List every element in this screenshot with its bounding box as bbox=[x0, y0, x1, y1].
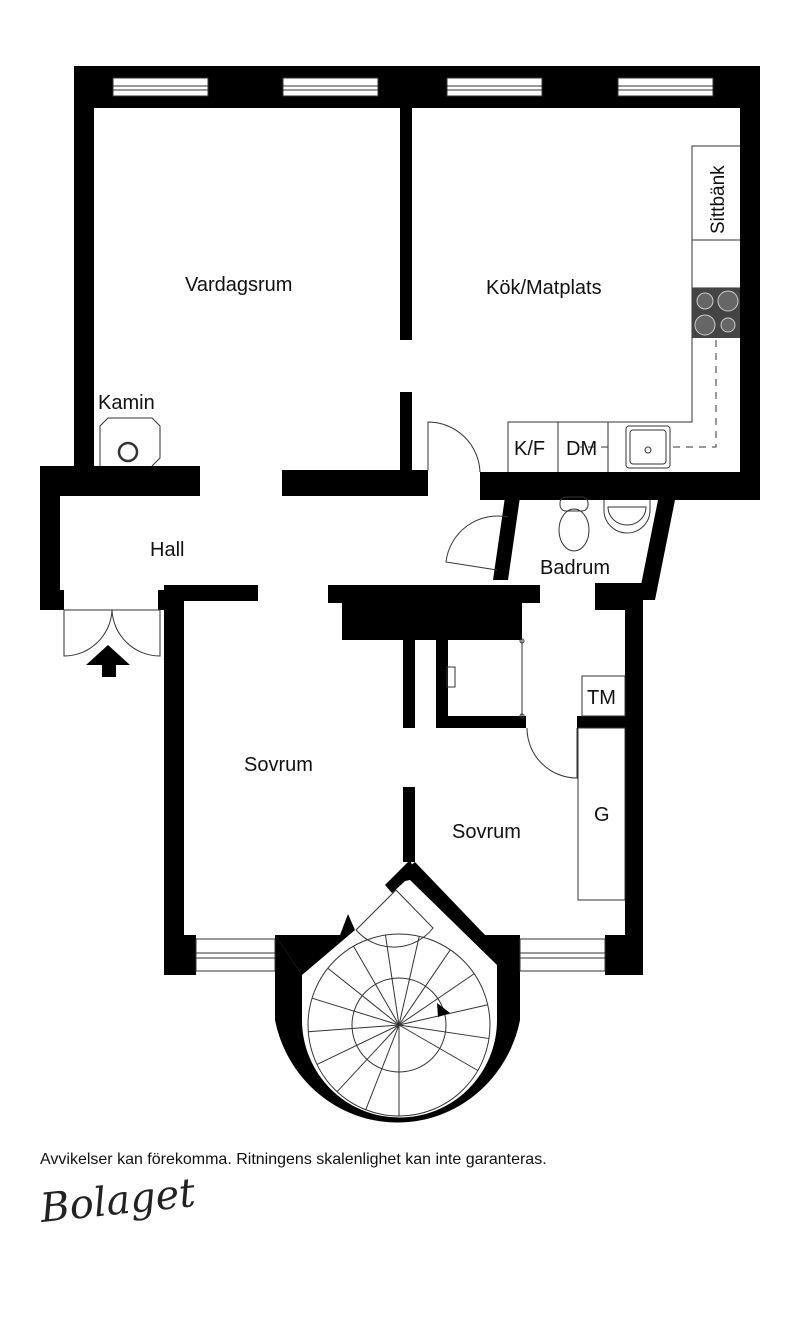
stair-tread bbox=[398, 1024, 479, 1071]
room-label-kok: Kök/Matplats bbox=[486, 277, 602, 299]
stove-icon bbox=[692, 288, 740, 338]
stair-tread bbox=[384, 934, 400, 1026]
disclaimer-text: Avvikelser kan förekomma. Ritningens ska… bbox=[40, 1151, 547, 1168]
sink-icon bbox=[603, 500, 651, 534]
stair-tread bbox=[398, 949, 451, 1026]
walls bbox=[40, 66, 760, 1123]
fireplace-icon bbox=[99, 417, 161, 467]
room-label-badrum: Badrum bbox=[540, 557, 610, 579]
doors bbox=[63, 421, 626, 948]
room-label-sovrum-2: Sovrum bbox=[452, 821, 521, 843]
fixture-label-dm: DM bbox=[566, 438, 597, 460]
stair-tread bbox=[316, 1024, 400, 1065]
fixture-label-kf: K/F bbox=[514, 438, 545, 460]
fixture-label-g: G bbox=[594, 804, 610, 826]
stair-tread bbox=[327, 967, 400, 1026]
stair-tread bbox=[365, 1024, 400, 1110]
stair-tread bbox=[311, 997, 400, 1026]
room-label-vardagsrum: Vardagsrum bbox=[185, 274, 292, 296]
entrance-arrow-icon bbox=[86, 645, 130, 677]
stair-tread bbox=[336, 1024, 400, 1093]
fixture-label-sittbank: Sittbänk bbox=[708, 165, 729, 234]
room-label-kamin: Kamin bbox=[98, 392, 155, 414]
stair-tread bbox=[353, 945, 400, 1026]
windows bbox=[112, 77, 714, 972]
stair-tread bbox=[398, 973, 475, 1026]
stair-direction-arrow-icon bbox=[437, 1003, 450, 1017]
kitchen-counter bbox=[507, 145, 740, 472]
stair-tread bbox=[308, 1024, 400, 1033]
logo: Bolaget bbox=[38, 1170, 198, 1232]
faucet-icon bbox=[446, 666, 456, 688]
stair-tread bbox=[398, 1024, 490, 1040]
room-label-sovrum-1: Sovrum bbox=[244, 754, 313, 776]
stair-tread bbox=[398, 936, 420, 1026]
room-label-hall: Hall bbox=[150, 539, 184, 561]
toilet-icon bbox=[558, 496, 590, 552]
spiral-staircase bbox=[307, 933, 491, 1117]
floor-plan: Vardagsrum Kök/Matplats Kamin Hall Badru… bbox=[40, 66, 760, 1123]
fixture-label-tm: TM bbox=[587, 687, 616, 709]
